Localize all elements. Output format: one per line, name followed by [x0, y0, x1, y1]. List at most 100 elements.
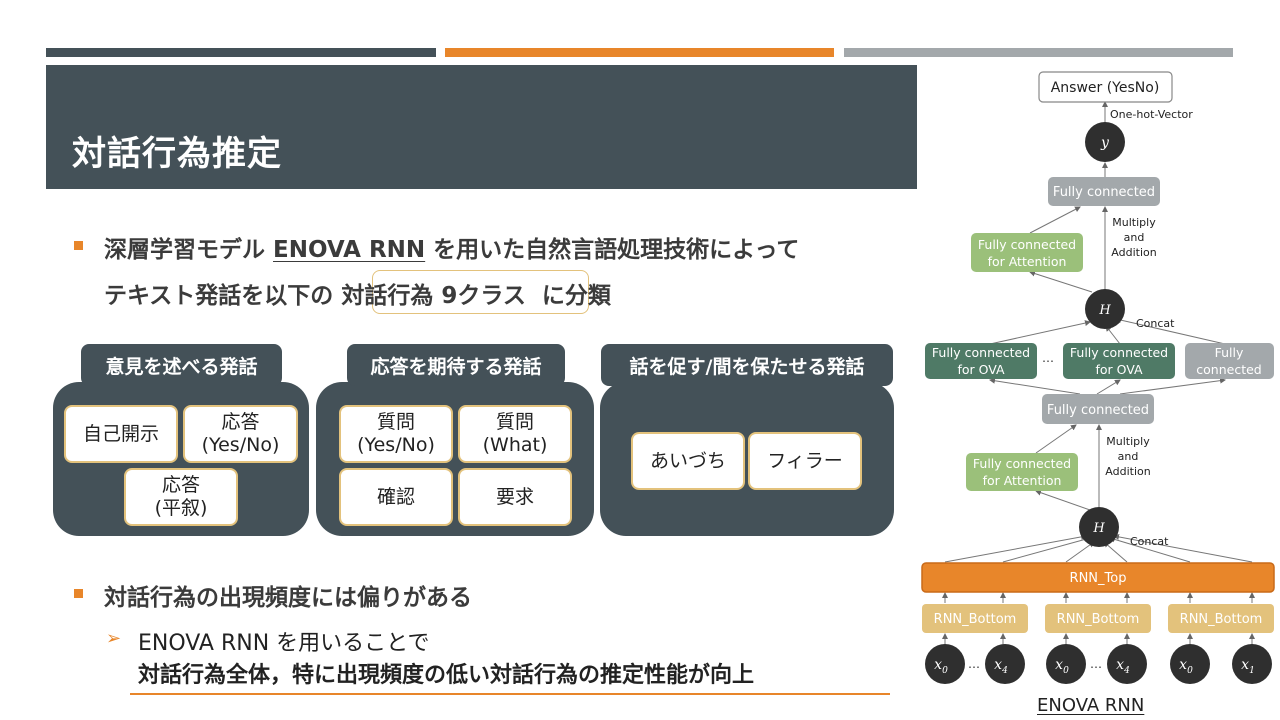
card-sublabel: (Yes/No): [201, 434, 280, 456]
ellipsis-label: …: [1042, 351, 1054, 365]
card-label: 自己開示: [82, 422, 159, 445]
group-expect-answer-header: 応答を期待する発話: [347, 344, 565, 386]
bullet-marker: [74, 241, 83, 250]
card-self-disclosure: 自己開示: [64, 405, 178, 463]
card-label: あいづち: [649, 449, 726, 472]
rnn-bottom-label: RNN_Bottom: [934, 612, 1017, 627]
input-node: [1170, 644, 1210, 684]
h-label: H: [1092, 521, 1105, 536]
multiply-label-3: Addition: [1111, 246, 1156, 259]
concat-label: Concat: [1130, 535, 1169, 548]
input-label: x0: [934, 657, 948, 676]
input-label: x1: [1241, 657, 1255, 676]
bullet2-sub-line1: ENOVA RNN を用いることで: [138, 631, 430, 656]
multiply-label-3: Addition: [1105, 465, 1150, 478]
group-prompt-pause-header: 話を促す/間を保たせる発話: [601, 344, 893, 386]
top-bar-slate: [46, 48, 436, 57]
fc-gray-box: [1185, 343, 1274, 379]
card-question-what: 質問(What): [458, 405, 572, 463]
slide-title: 対話行為推定: [72, 134, 282, 174]
h-label: H: [1098, 303, 1111, 318]
bullet-marker: [74, 589, 83, 598]
emphasis-underline: [130, 693, 890, 695]
one-hot-label: One-hot-Vector: [1110, 108, 1193, 121]
card-confirm: 確認: [339, 468, 453, 526]
fc-gray-label-1: Fully: [1215, 345, 1244, 360]
card-label: フィラー: [767, 449, 843, 472]
rnn-bottom-box: [922, 604, 1028, 633]
rnn-top-label: RNN_Top: [1070, 571, 1127, 586]
card-backchannel: あいづち: [631, 432, 745, 490]
card-label: 質問: [376, 411, 415, 434]
rnn-bottom-label: RNN_Bottom: [1057, 612, 1140, 627]
fc-ova-box: [1063, 343, 1175, 379]
fc-attention-label-1: Fully connected: [973, 456, 1071, 471]
fc-attention-bottom-box: [966, 453, 1078, 491]
card-label: 応答: [221, 411, 260, 434]
bullet1-line2: テキスト発話を以下の対話行為 9クラスに分類: [104, 276, 611, 310]
multiply-label-1: Multiply: [1112, 216, 1156, 229]
bullet1-line1-pre: 深層学習モデル: [104, 237, 274, 263]
highlight-box: [372, 270, 589, 314]
card-answer-declarative: 応答(平叙): [124, 468, 238, 526]
fc-attention-label-2: for Attention: [983, 473, 1062, 488]
input-node: [1046, 644, 1086, 684]
answer-box: [1038, 71, 1173, 103]
enova-rnn-link: ENOVA RNN: [273, 237, 426, 263]
fc-top-box: [1048, 177, 1160, 206]
y-label: y: [1100, 135, 1110, 151]
bullet1-line2-post: に分類: [541, 283, 611, 309]
bullet2-sub-line2: 対話行為全体，特に出現頻度の低い対話行為の推定性能が向上: [138, 663, 755, 688]
card-sublabel: (平叙): [154, 497, 208, 519]
bullet1-highlight: 対話行為 9クラス: [341, 283, 526, 309]
card-label: 質問: [495, 411, 534, 434]
fc-top-label: Fully connected: [1053, 185, 1155, 200]
diagram-caption: ENOVA RNN: [1037, 695, 1145, 716]
multiply-label-2: and: [1124, 231, 1145, 244]
h-node-top: [1085, 289, 1125, 329]
answer-label: Answer (YesNo): [1051, 80, 1160, 96]
input-label: x4: [994, 657, 1008, 676]
card-label: 確認: [376, 485, 415, 508]
group-opinion-header: 意見を述べる発話: [81, 344, 282, 386]
ova-label-1: Fully connected: [932, 345, 1030, 360]
card-label: 応答: [161, 474, 200, 497]
bullet1-line1: 深層学習モデル ENOVA RNN を用いた自然言語処理技術によって: [104, 230, 799, 264]
rnn-bottom-label: RNN_Bottom: [1180, 612, 1263, 627]
input-node: [985, 644, 1025, 684]
ova-label-2: for OVA: [957, 362, 1005, 377]
arrow-bullet-icon: ➢: [106, 628, 122, 649]
ellipsis-label: …: [968, 657, 980, 671]
rnn-top-box: [921, 562, 1275, 593]
input-node: [1232, 644, 1272, 684]
multiply-label-1: Multiply: [1106, 435, 1150, 448]
bullet2-text: 対話行為の出現頻度には偏りがある: [104, 585, 472, 611]
bullet1-line1-post: を用いた自然言語処理技術によって: [425, 237, 800, 263]
fc-attention-label-2: for Attention: [988, 254, 1067, 269]
card-label: 要求: [495, 485, 534, 508]
card-filler: フィラー: [748, 432, 862, 490]
input-label: x4: [1116, 657, 1130, 676]
diagram-arrows: [942, 101, 1255, 645]
ova-label-1: Fully connected: [1070, 345, 1168, 360]
input-node: [925, 644, 965, 684]
fc-gray-label-2: connected: [1196, 362, 1261, 377]
title-banner: 対話行為推定: [46, 65, 917, 189]
card-sublabel: (Yes/No): [357, 434, 435, 456]
concat-label: Concat: [1136, 317, 1175, 330]
top-bar-orange: [445, 48, 834, 57]
top-bar-gray: [844, 48, 1233, 57]
fc-attention-top-box: [971, 233, 1083, 272]
rnn-bottom-box: [1168, 604, 1274, 633]
ova-label-2: for OVA: [1095, 362, 1143, 377]
input-label: x0: [1055, 657, 1069, 676]
fc-ova-box: [925, 343, 1037, 379]
output-y-node: [1085, 122, 1125, 162]
card-answer-yesno: 応答(Yes/No): [183, 405, 298, 463]
fc-attention-label-1: Fully connected: [978, 237, 1076, 252]
input-node: [1107, 644, 1147, 684]
h-node-bottom: [1079, 507, 1119, 547]
ellipsis-label: …: [1090, 657, 1102, 671]
card-sublabel: (What): [482, 434, 548, 456]
